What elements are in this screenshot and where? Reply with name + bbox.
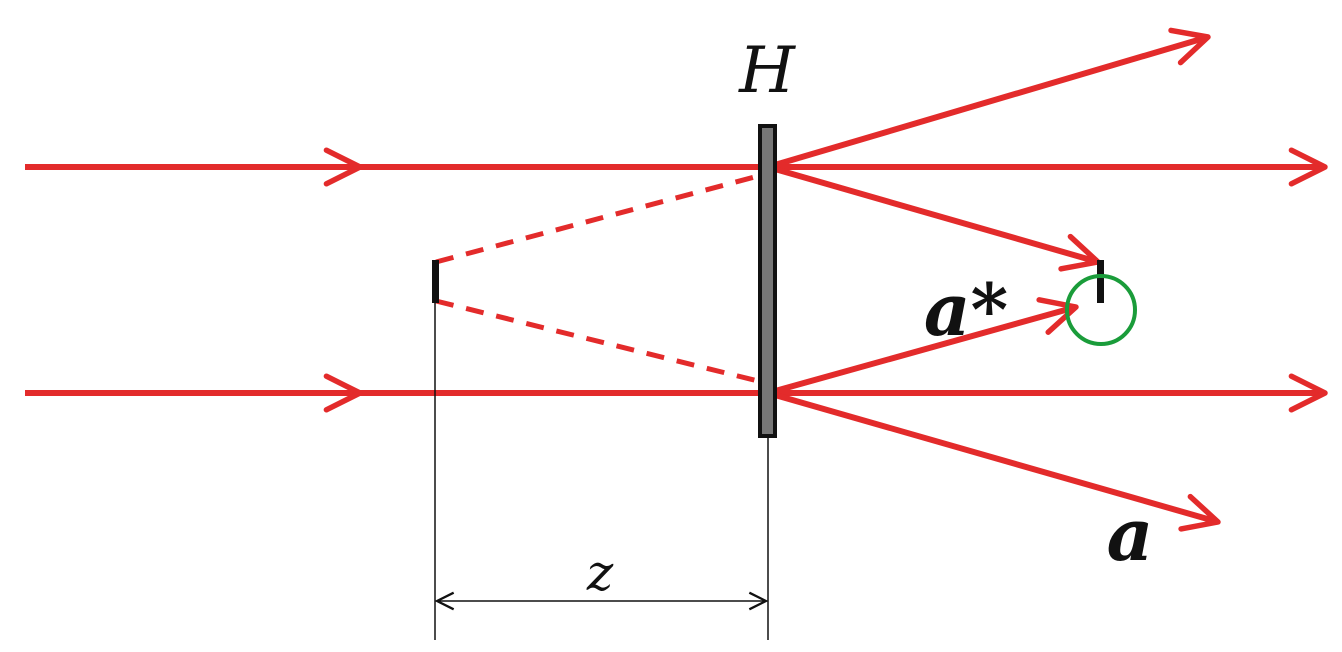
diffracted-ray-top-down [767,164,1101,272]
hologram-plate [758,124,777,438]
virtual-ray-bottom [435,298,763,385]
object-virtual-image [432,260,439,303]
diffracted-ray-bottom-up [767,297,1079,396]
real-image-mark [1097,260,1104,303]
diffracted-ray-bottom-down [767,390,1221,532]
virtual-ray-top [435,172,763,265]
real-image-label: a* [924,267,1008,352]
virtual-wave-label: a [1107,492,1154,577]
hologram-label: H [738,34,796,108]
distance-label: z [586,544,614,602]
diffracted-ray-top-up [767,27,1211,170]
focus-circle [1065,274,1137,346]
